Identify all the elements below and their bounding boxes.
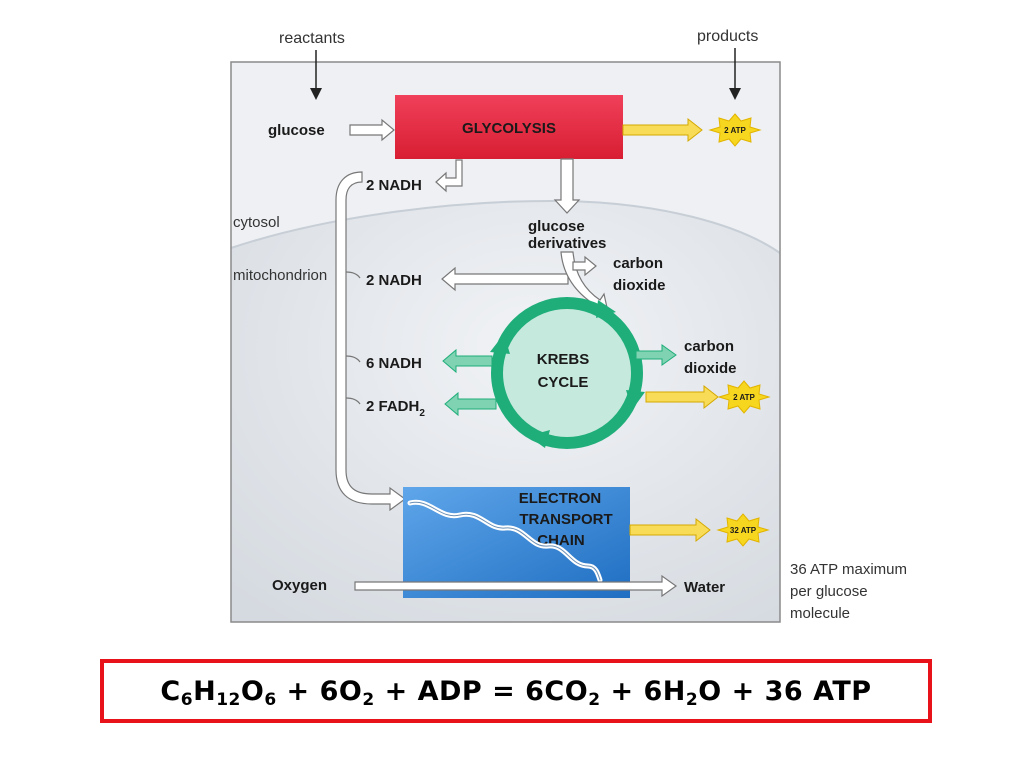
etc-box [403, 487, 630, 598]
co2-top-arrow [572, 255, 597, 277]
glycolysis-nadh-arrow [435, 159, 463, 193]
krebs-atp-arrow [645, 384, 719, 410]
eq-c-sub: 6 [180, 689, 194, 710]
eq-h2o-h: 6H [643, 675, 686, 707]
fadh-main: 2 FADH [366, 398, 419, 415]
atp-note-line3: molecule [790, 605, 850, 622]
equation-box: C6H12O6 + 6O2 + ADP = 6CO2 + 6H2O + 36 A… [100, 659, 932, 723]
co2-krebs-line2: dioxide [684, 360, 737, 377]
glycolysis-label: GLYCOLYSIS [462, 120, 556, 137]
nadh-krebs-bracket [345, 355, 361, 363]
glucose-label: glucose [268, 122, 325, 139]
eq-h: H [193, 675, 217, 707]
diagram-frame [230, 61, 781, 623]
fadh-subscript: 2 [419, 408, 425, 419]
co2-top-line2: dioxide [613, 277, 666, 294]
eq-plus1: + [276, 675, 320, 707]
eq-o: O [240, 675, 265, 707]
etc-line2: TRANSPORT [519, 511, 612, 528]
atp-label-krebs: 2 ATP [733, 393, 755, 402]
etc-line1: ELECTRON [519, 490, 602, 507]
krebs-cycle-fill [497, 303, 637, 443]
cytosol-label: cytosol [233, 214, 280, 231]
mitochondrion-label: mitochondrion [233, 267, 327, 284]
co2-top-line1: carbon [613, 255, 663, 272]
krebs-ring-arrow-right [626, 390, 645, 410]
krebs-line1: KREBS [537, 351, 590, 368]
eq-o2-sub: 2 [362, 689, 375, 710]
eq-h2o-o: O [698, 675, 722, 707]
respiration-equation: C6H12O6 + 6O2 + ADP = 6CO2 + 6H2O + 36 A… [160, 675, 872, 710]
etc-atp-arrow [629, 517, 711, 543]
nadh-mid-arrow [441, 266, 569, 292]
eq-tail: + 36 ATP [721, 675, 872, 707]
etc-electron-path-edge [409, 501, 601, 581]
mitochondrion-membrane [230, 199, 781, 254]
products-arrow-head [729, 88, 741, 100]
nadh-krebs-label: 6 NADH [366, 355, 422, 372]
oxygen-label: Oxygen [272, 577, 327, 594]
glycolysis-atp-arrow [622, 117, 703, 143]
nadh-krebs-arrow [442, 348, 493, 374]
atp-label-etc: 32 ATP [730, 526, 757, 535]
eq-co2: 6CO [525, 675, 589, 707]
eq-plus2: + ADP = [374, 675, 526, 707]
eq-h-sub: 12 [216, 689, 241, 710]
eq-co2-sub: 2 [588, 689, 601, 710]
electron-carrier-path [335, 171, 407, 512]
derivatives-line1: glucose [528, 218, 585, 235]
nadh-mid-label: 2 NADH [366, 272, 422, 289]
eq-h2o-sub: 2 [685, 689, 699, 710]
co2-krebs-arrow [635, 344, 677, 366]
atp-burst-krebs [717, 380, 771, 414]
krebs-ring-arrow-top [596, 300, 616, 318]
eq-o2: 6O [319, 675, 363, 707]
nadh-glycolysis-label: 2 NADH [366, 177, 422, 194]
derivatives-line2: derivatives [528, 235, 606, 252]
krebs-line2: CYCLE [538, 374, 589, 391]
nadh-mid-bracket [345, 271, 361, 279]
atp-note-line1: 36 ATP maximum [790, 561, 907, 578]
krebs-cycle-ring [491, 297, 643, 449]
glucose-arrow [349, 118, 395, 142]
oxygen-to-water-arrow [354, 574, 678, 598]
reactants-header: reactants [279, 30, 345, 47]
krebs-ring-arrow-bottom [528, 430, 550, 448]
krebs-ring-arrow-left [490, 334, 510, 354]
atp-burst-etc [716, 513, 770, 547]
co2-krebs-line1: carbon [684, 338, 734, 355]
products-header: products [697, 28, 758, 45]
atp-burst-glycolysis [708, 113, 762, 147]
eq-c: C [160, 675, 181, 707]
glycolysis-box [395, 95, 623, 159]
eq-o-sub: 6 [264, 689, 277, 710]
fadh-arrow [444, 391, 497, 417]
fadh-bracket [345, 397, 361, 405]
atp-label-glycolysis: 2 ATP [724, 126, 746, 135]
fadh-label: 2 FADH2 [366, 398, 425, 419]
glycolysis-down-arrow [553, 158, 581, 214]
atp-note-line2: per glucose [790, 583, 868, 600]
eq-plus3: + [600, 675, 644, 707]
water-label: Water [684, 579, 725, 596]
reactants-arrow-head [310, 88, 322, 100]
